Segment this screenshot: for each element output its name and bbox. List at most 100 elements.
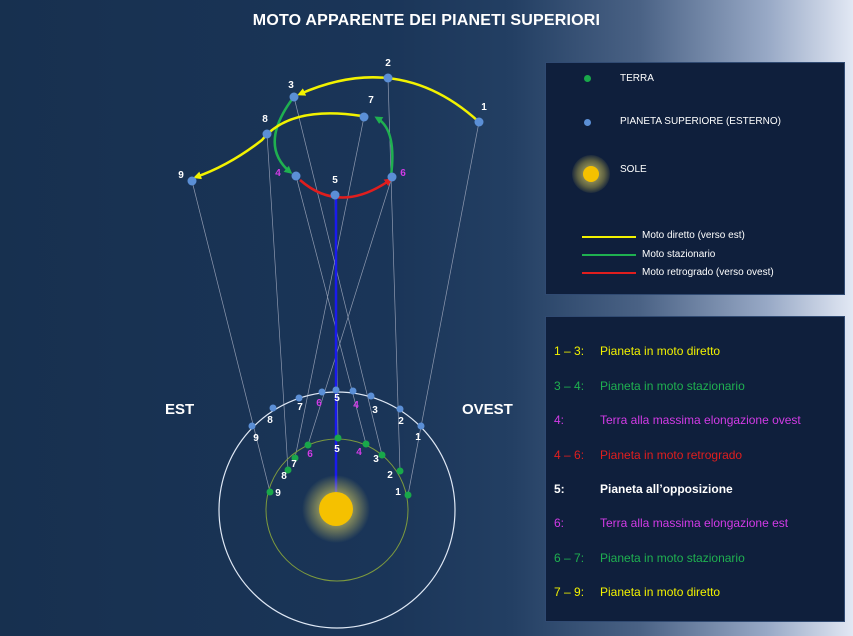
phase-text: Pianeta in moto diretto xyxy=(600,344,721,358)
apparent-position-label: 1 xyxy=(481,102,487,113)
phase-number: 3 – 4: xyxy=(554,379,585,393)
phase-number: 6: xyxy=(554,516,565,530)
phase-row: 3 – 4: Pianeta in moto stazionario xyxy=(554,379,745,393)
legend-direct: Moto diretto (verso est) xyxy=(642,230,745,241)
legend-sun: SOLE xyxy=(620,164,647,175)
earth-position-label: 6 xyxy=(307,449,313,460)
sight-lines xyxy=(191,77,480,496)
earth-position-point xyxy=(266,488,274,496)
earth-position-label: 1 xyxy=(395,487,401,498)
legend: TERRA PIANETA SUPERIORE (ESTERNO) SOLE M… xyxy=(545,62,845,295)
planet-position-point xyxy=(269,404,277,412)
sight-line xyxy=(307,176,393,446)
planet-positions: 12 3 4 5 6 7 89 xyxy=(248,386,425,444)
phase-row: 1 – 3: Pianeta in moto diretto xyxy=(554,344,720,358)
earth-position-label: 7 xyxy=(291,459,297,470)
apparent-position-point xyxy=(330,190,340,200)
planet-position-label: 3 xyxy=(372,405,378,416)
phase-text: Pianeta in moto stazionario xyxy=(600,379,745,393)
apparent-position-label: 5 xyxy=(332,175,338,186)
phase-row: 6 – 7: Pianeta in moto stazionario xyxy=(554,551,745,565)
planet-position-point xyxy=(332,386,340,394)
earth-position-point xyxy=(396,467,404,475)
apparent-position-point xyxy=(289,92,299,102)
sight-line xyxy=(191,180,271,493)
earth-position-point xyxy=(404,491,412,499)
sight-line xyxy=(293,96,383,456)
earth-position-label: 2 xyxy=(387,470,393,481)
phase-row: 4 – 6: Pianeta in moto retrogrado xyxy=(554,448,742,462)
phase-text: Pianeta in moto diretto xyxy=(600,585,721,599)
earth-position-point xyxy=(334,434,342,442)
planet-position-point xyxy=(367,392,375,400)
direct-motion-arc-7-9 xyxy=(193,112,363,180)
apparent-position-point xyxy=(474,117,484,127)
earth-position-point xyxy=(291,454,299,462)
earth-position-label: 3 xyxy=(373,454,379,465)
planet-position-point xyxy=(295,394,303,402)
planet-position-point xyxy=(349,387,357,395)
stationary-arc-3-4 xyxy=(273,97,295,174)
planet-position-label: 9 xyxy=(253,433,259,444)
phase-row: 7 – 9:Pianeta in moto diretto xyxy=(554,585,720,599)
phase-number: 6 – 7: xyxy=(554,551,585,565)
phase-row: 4:Terra alla massima elongazione ovest xyxy=(554,413,801,427)
apparent-position-label: 7 xyxy=(368,95,374,106)
earth-position-label: 5 xyxy=(334,444,340,455)
earth-dot-icon xyxy=(584,75,591,82)
planet-position-label: 7 xyxy=(297,402,303,413)
legend-stationary: Moto stazionario xyxy=(642,249,716,260)
planet-position-point xyxy=(417,422,425,430)
phase-number: 1 – 3: xyxy=(554,344,585,358)
apparent-position-point xyxy=(291,171,301,181)
apparent-position-point xyxy=(187,176,197,186)
phase-text: Pianeta in moto stazionario xyxy=(600,551,745,565)
planet-position-label: 5 xyxy=(334,393,340,404)
planet-position-label: 1 xyxy=(415,432,421,443)
apparent-position-label: 6 xyxy=(400,168,406,179)
retrograde-arc-4-6 xyxy=(299,178,393,199)
sun-icon xyxy=(583,166,599,182)
legend-retrograde: Moto retrogrado (verso ovest) xyxy=(642,267,774,278)
retrograde-line-icon xyxy=(582,272,636,274)
apparent-position-label: 4 xyxy=(275,168,281,179)
apparent-position-label: 2 xyxy=(385,58,391,69)
phase-row: 6: Terra alla massima elongazione est xyxy=(554,516,788,530)
earth-position-point xyxy=(362,440,370,448)
earth-position-point xyxy=(304,441,312,449)
apparent-position-label: 9 xyxy=(178,170,184,181)
planet-position-label: 2 xyxy=(398,416,404,427)
apparent-position-label: 8 xyxy=(262,114,268,125)
phases-list: 1 – 3: Pianeta in moto diretto 3 – 4: Piane… xyxy=(545,316,845,622)
phase-number: 4 – 6: xyxy=(554,448,585,462)
sight-line xyxy=(294,116,365,459)
apparent-position-point xyxy=(262,129,272,139)
earth-position-label: 8 xyxy=(281,471,287,482)
west-label: OVEST xyxy=(462,401,513,418)
apparent-position-point xyxy=(387,172,397,182)
direct-line-icon xyxy=(582,236,636,238)
phase-text: Terra alla massima elongazione est xyxy=(600,516,789,530)
apparent-position-point xyxy=(383,73,393,83)
legend-planet: PIANETA SUPERIORE (ESTERNO) xyxy=(620,116,781,127)
apparent-position-point xyxy=(359,112,369,122)
planet-position-label: 6 xyxy=(316,398,322,409)
planet-position-label: 4 xyxy=(353,400,359,411)
phase-number: 5: xyxy=(554,482,565,496)
earth-position-point xyxy=(284,466,292,474)
stationary-line-icon xyxy=(582,254,636,256)
phase-text: Pianeta all’opposizione xyxy=(600,482,733,496)
direct-motion-arc-1-3 xyxy=(297,76,480,123)
phase-text: Pianeta in moto retrogrado xyxy=(600,448,743,462)
sun xyxy=(319,492,353,526)
planet-position-point xyxy=(248,422,256,430)
sight-line xyxy=(387,77,401,472)
sight-line xyxy=(266,133,289,471)
sight-line xyxy=(407,121,480,496)
phase-row: 5: Pianeta all’opposizione xyxy=(554,482,733,496)
planet-position-label: 8 xyxy=(267,415,273,426)
earth-position-point xyxy=(378,451,386,459)
